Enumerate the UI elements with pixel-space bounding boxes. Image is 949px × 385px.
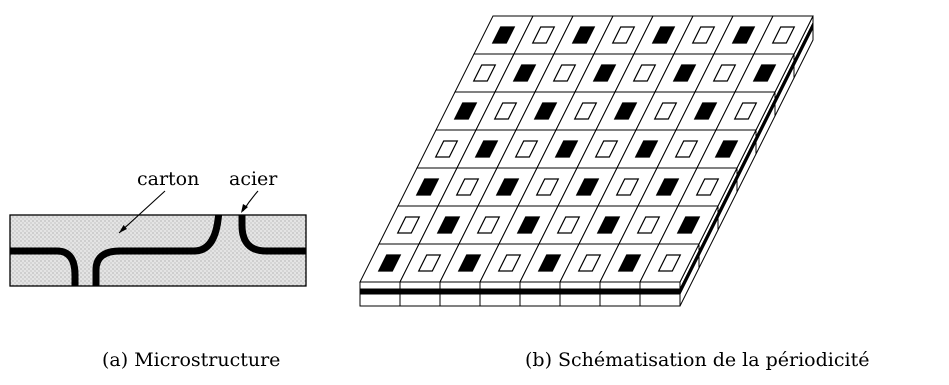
dark-inclusion-square — [617, 254, 642, 272]
light-inclusion-square — [653, 102, 678, 120]
dark-inclusion-square — [714, 140, 739, 158]
dark-inclusion-square — [457, 254, 482, 272]
dark-inclusion-square — [752, 64, 777, 82]
light-inclusion-square — [611, 26, 636, 44]
caption-b: (b) Schématisation de la périodicité — [525, 349, 870, 371]
dark-inclusion-square — [537, 254, 562, 272]
light-inclusion-square — [556, 216, 581, 234]
steel-fiber-left — [10, 247, 79, 286]
light-inclusion-square — [691, 26, 716, 44]
light-inclusion-square — [615, 178, 640, 196]
dark-inclusion-square — [672, 64, 697, 82]
light-inclusion-square — [417, 254, 442, 272]
carton-arrowhead — [119, 225, 127, 233]
light-inclusion-square — [712, 64, 737, 82]
acier-arrowhead — [241, 204, 248, 213]
figure-canvas: carton acier — [9, 15, 814, 307]
light-inclusion-square — [695, 178, 720, 196]
dark-inclusion-square — [533, 102, 558, 120]
microstructure-panel: carton acier — [9, 168, 307, 287]
carton-pointer — [118, 190, 166, 234]
carton-label: carton — [137, 168, 199, 190]
light-inclusion-square — [535, 178, 560, 196]
steel-fiber-right — [238, 215, 306, 255]
dark-inclusion-square — [512, 64, 537, 82]
dark-inclusion-square — [377, 254, 402, 272]
light-inclusion-square — [594, 140, 619, 158]
dark-inclusion-square — [474, 140, 499, 158]
acier-label: acier — [229, 168, 278, 190]
dark-inclusion-square — [676, 216, 701, 234]
caption-a: (a) Microstructure — [102, 349, 281, 371]
dark-inclusion-square — [415, 178, 440, 196]
light-inclusion-square — [493, 102, 518, 120]
light-inclusion-square — [552, 64, 577, 82]
dark-inclusion-square — [554, 140, 579, 158]
light-inclusion-square — [514, 140, 539, 158]
dark-inclusion-square — [571, 26, 596, 44]
dark-inclusion-square — [495, 178, 520, 196]
light-inclusion-square — [733, 102, 758, 120]
light-inclusion-square — [771, 26, 796, 44]
steel-fiber-center — [92, 215, 223, 286]
light-inclusion-square — [577, 254, 602, 272]
light-inclusion-square — [657, 254, 682, 272]
dark-inclusion-square — [592, 64, 617, 82]
dark-inclusion-square — [693, 102, 718, 120]
periodic-tiling-panel — [359, 15, 814, 307]
light-inclusion-square — [573, 102, 598, 120]
light-inclusion-square — [674, 140, 699, 158]
dark-inclusion-square — [731, 26, 756, 44]
light-inclusion-square — [497, 254, 522, 272]
light-inclusion-square — [472, 64, 497, 82]
dark-inclusion-square — [516, 216, 541, 234]
light-inclusion-square — [396, 216, 421, 234]
dark-inclusion-square — [491, 26, 516, 44]
dark-inclusion-square — [651, 26, 676, 44]
light-inclusion-square — [632, 64, 657, 82]
light-inclusion-square — [531, 26, 556, 44]
dark-inclusion-square — [436, 216, 461, 234]
light-inclusion-square — [476, 216, 501, 234]
dark-inclusion-square — [655, 178, 680, 196]
dark-inclusion-square — [575, 178, 600, 196]
dark-inclusion-square — [613, 102, 638, 120]
dark-inclusion-square — [596, 216, 621, 234]
light-inclusion-square — [455, 178, 480, 196]
dark-inclusion-square — [634, 140, 659, 158]
light-inclusion-square — [636, 216, 661, 234]
dark-inclusion-square — [453, 102, 478, 120]
light-inclusion-square — [434, 140, 459, 158]
